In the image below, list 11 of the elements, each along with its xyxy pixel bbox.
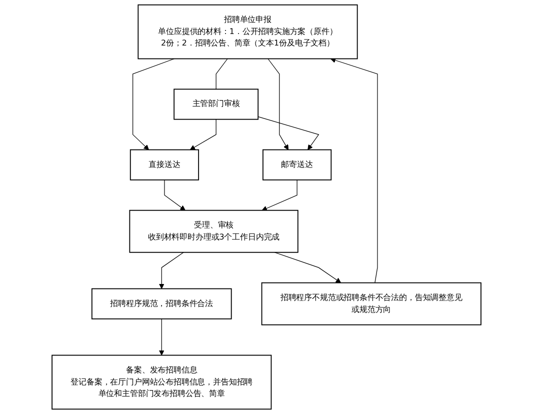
arrow xyxy=(274,252,342,284)
arrow xyxy=(132,58,175,150)
arrow xyxy=(258,116,320,150)
connector xyxy=(216,58,228,90)
arrow xyxy=(158,252,184,289)
arrow xyxy=(330,58,378,284)
arrow xyxy=(268,58,288,150)
arrow xyxy=(164,180,186,211)
arrow xyxy=(158,318,164,356)
arrow xyxy=(190,119,216,150)
arrow xyxy=(262,180,298,211)
